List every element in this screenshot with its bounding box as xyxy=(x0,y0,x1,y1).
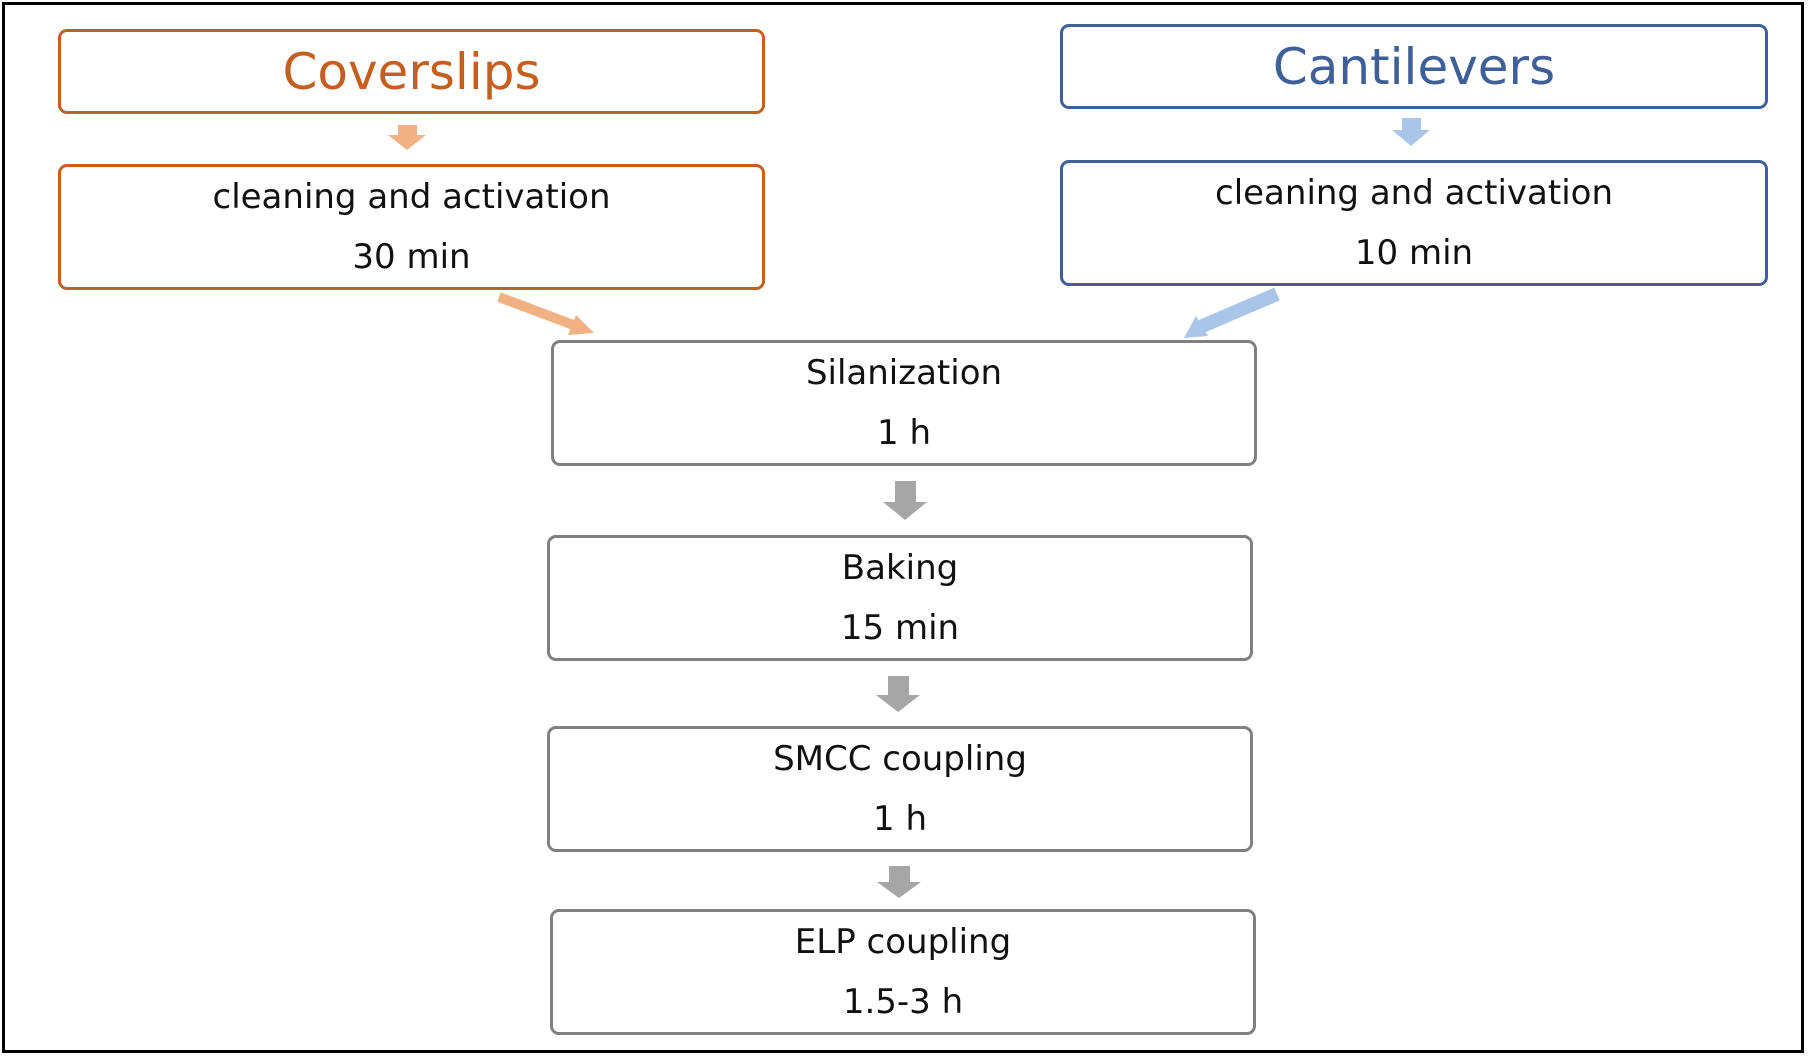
silanization-to-baking-arrow xyxy=(883,481,927,520)
cantilevers-cleaning-box: cleaning and activation 10 min xyxy=(1060,160,1768,286)
smcc-to-elp-arrow xyxy=(877,866,921,898)
baking-to-smcc-arrow xyxy=(876,676,920,712)
step-duration: 10 min xyxy=(1354,233,1474,273)
cantilevers-to-silanization-arrow xyxy=(1184,287,1280,338)
step-smcc-coupling: SMCC coupling 1 h xyxy=(547,726,1253,852)
cantilevers-down-arrow xyxy=(1392,118,1430,146)
step-name: SMCC coupling xyxy=(773,739,1027,779)
coverslips-to-silanization-arrow xyxy=(497,292,594,335)
step-duration: 1 h xyxy=(873,799,927,839)
cantilevers-title-box: Cantilevers xyxy=(1060,24,1768,109)
step-baking: Baking 15 min xyxy=(547,535,1253,661)
step-duration: 15 min xyxy=(840,608,960,648)
cantilevers-title: Cantilevers xyxy=(1272,37,1556,96)
step-name: Baking xyxy=(841,548,959,588)
step-duration: 1.5-3 h xyxy=(842,982,964,1022)
coverslips-cleaning-box: cleaning and activation 30 min xyxy=(58,164,765,290)
coverslips-title-box: Coverslips xyxy=(58,29,765,114)
coverslips-title: Coverslips xyxy=(282,42,541,101)
step-name: ELP coupling xyxy=(794,922,1012,962)
step-duration: 1 h xyxy=(877,413,931,453)
step-name: Silanization xyxy=(805,353,1003,393)
step-name: cleaning and activation xyxy=(212,177,611,217)
coverslips-down-arrow xyxy=(388,125,426,150)
step-silanization: Silanization 1 h xyxy=(551,340,1257,466)
step-duration: 30 min xyxy=(352,237,471,277)
step-elp-coupling: ELP coupling 1.5-3 h xyxy=(550,909,1256,1035)
step-name: cleaning and activation xyxy=(1215,173,1613,213)
